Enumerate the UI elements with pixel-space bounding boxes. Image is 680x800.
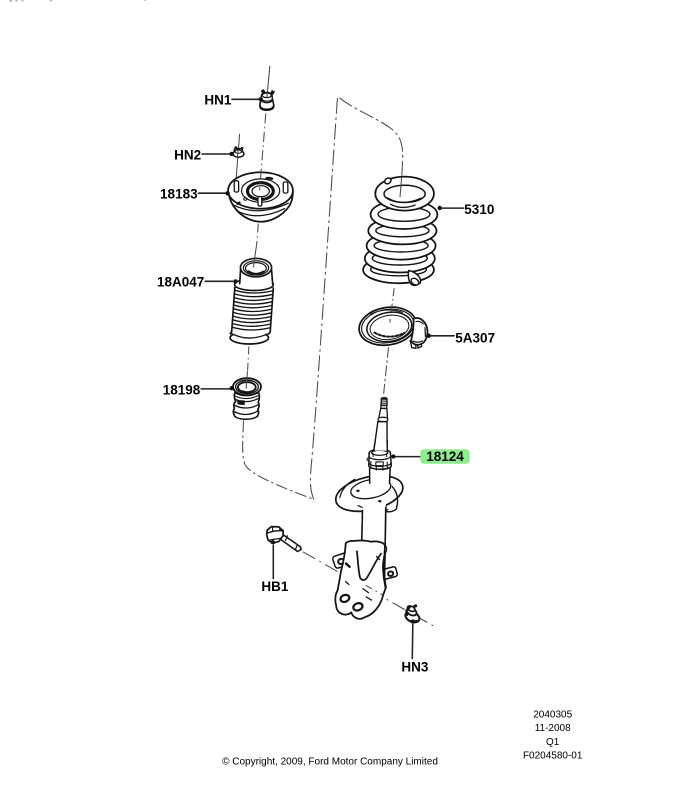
svg-text:© Copyright, 2009, Ford Motor: © Copyright, 2009, Ford Motor Company Li… [222,757,438,768]
svg-text:HN3: HN3 [401,660,428,675]
svg-text:2040305: 2040305 [533,709,572,720]
svg-text:5310: 5310 [464,202,494,217]
svg-text:5A307: 5A307 [455,330,495,345]
svg-text:Q1: Q1 [546,737,560,748]
svg-text:18A047: 18A047 [157,274,204,289]
svg-text:HN2: HN2 [174,147,201,162]
svg-text:HN1: HN1 [204,92,231,107]
svg-text:18198: 18198 [163,382,201,397]
svg-text:18124: 18124 [426,449,464,464]
svg-text:11-2008: 11-2008 [535,723,571,734]
svg-text:18183: 18183 [160,187,198,202]
svg-text:F0204580-01: F0204580-01 [523,751,583,762]
svg-text:HB1: HB1 [261,579,288,594]
